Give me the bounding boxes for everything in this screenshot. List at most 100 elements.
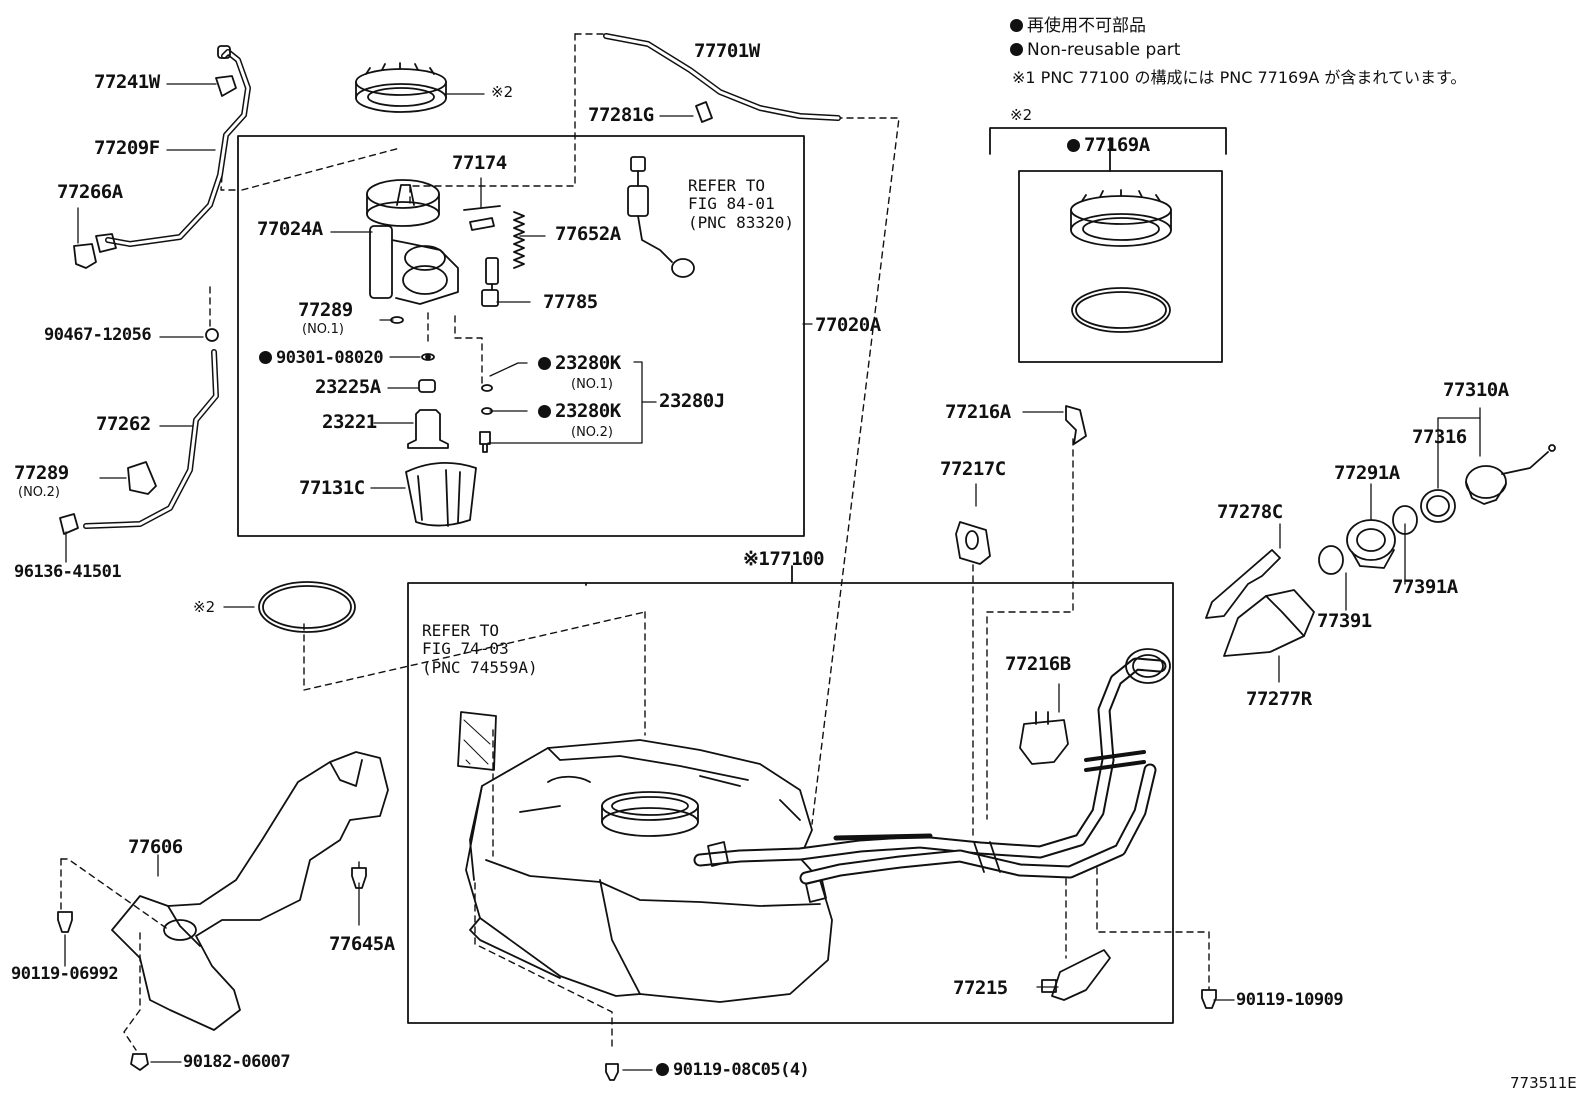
label-96136-41501[interactable]: 96136-41501 xyxy=(14,562,122,582)
label-77277r[interactable]: 77277R xyxy=(1246,688,1312,710)
refer-line-3: (PNC 83320) xyxy=(688,212,794,232)
label-77289-no2-sub: (NO.2) xyxy=(18,485,60,500)
label-23280j[interactable]: 23280J xyxy=(659,390,725,412)
label-23280k-no1-text: 23280K xyxy=(555,352,621,374)
small-parts xyxy=(390,316,493,453)
label-23280k-no2[interactable]: 23280K xyxy=(538,402,621,421)
label-77289-no2[interactable]: 77289 xyxy=(14,462,69,484)
label-77169a[interactable]: 77169A xyxy=(1067,136,1150,155)
label-hatch xyxy=(463,719,491,765)
fuel-pump-module xyxy=(366,179,501,305)
refer-line-2: FIG 74-03 xyxy=(422,639,509,659)
label-no1: (NO.1) xyxy=(571,377,613,392)
retainer-kit-box xyxy=(1018,170,1223,363)
label-77262[interactable]: 77262 xyxy=(96,413,151,435)
clip-77215 xyxy=(1041,949,1111,1001)
label-77645a[interactable]: 77645A xyxy=(329,933,395,955)
non-reusable-icon xyxy=(656,1063,669,1076)
label-sheet xyxy=(457,711,497,771)
label-90119-06992[interactable]: 90119-06992 xyxy=(11,964,119,984)
non-reusable-icon xyxy=(1067,139,1080,152)
bracket-77278c xyxy=(1205,549,1281,619)
label-77217c[interactable]: 77217C xyxy=(940,458,1006,480)
label-77391[interactable]: 77391 xyxy=(1317,610,1372,632)
neck-77291a xyxy=(1346,519,1396,569)
legend-jp-text: 再使用不可部品 xyxy=(1027,16,1146,36)
fuel-filter-77131c xyxy=(405,461,477,527)
refer-line-1: REFER TO xyxy=(688,176,766,195)
label-77209f[interactable]: 77209F xyxy=(94,137,160,159)
refer-fig-74-03: REFER TO FIG 74-03 (PNC 74559A) xyxy=(422,621,538,677)
label-77215[interactable]: 77215 xyxy=(953,977,1008,999)
label-77310a[interactable]: 77310A xyxy=(1443,379,1509,401)
label-23280k-no2-text: 23280K xyxy=(555,400,621,422)
non-reusable-icon xyxy=(259,351,272,364)
label-77785[interactable]: 77785 xyxy=(543,291,598,313)
vent-hose xyxy=(603,33,841,123)
label-77100[interactable]: ※177100 xyxy=(743,548,825,570)
label-90182-06007[interactable]: 90182-06007 xyxy=(183,1052,291,1072)
label-90301-08020[interactable]: 90301-08020 xyxy=(259,350,384,367)
refer-line-2: FIG 84-01 xyxy=(688,194,775,214)
label-77174[interactable]: 77174 xyxy=(452,152,507,174)
label-90467-12056[interactable]: 90467-12056 xyxy=(44,325,152,345)
mark2-left: ※2 xyxy=(193,598,216,616)
label-23280k-no1[interactable]: 23280K xyxy=(538,354,621,373)
label-23225a[interactable]: 23225A xyxy=(315,376,381,398)
dashed-leaders xyxy=(60,33,1210,1051)
label-23221[interactable]: 23221 xyxy=(322,411,377,433)
label-77606[interactable]: 77606 xyxy=(128,836,183,858)
filler-pipe xyxy=(693,648,1171,903)
kit-bracket xyxy=(989,127,1227,155)
clamp-77216a xyxy=(1065,405,1087,445)
vapor-hose-lower xyxy=(59,328,219,535)
label-77131c[interactable]: 77131C xyxy=(299,477,365,499)
kit-gasket xyxy=(1071,287,1171,333)
fuel-tank-box xyxy=(407,582,1174,1024)
gasket-77316 xyxy=(1420,489,1456,523)
label-77652a[interactable]: 77652A xyxy=(555,223,621,245)
label-77281g[interactable]: 77281G xyxy=(588,104,654,126)
label-77024a[interactable]: 77024A xyxy=(257,218,323,240)
label-77291a[interactable]: 77291A xyxy=(1334,462,1400,484)
legend-en-text: Non-reusable part xyxy=(1027,40,1181,60)
label-77278c[interactable]: 77278C xyxy=(1217,501,1283,523)
label-90119-08c05[interactable]: 90119-08C05(4) xyxy=(656,1062,810,1079)
fuel-tank xyxy=(465,739,833,1003)
fuel-gauge-sender xyxy=(627,156,695,278)
ptr xyxy=(425,354,431,360)
label-no2: (NO.2) xyxy=(571,425,613,440)
kit-gasket-inner xyxy=(1075,291,1167,329)
label-77266a[interactable]: 77266A xyxy=(57,181,123,203)
label-77289-no1-sub: (NO.1) xyxy=(302,322,344,337)
kit-retainer-ring xyxy=(1070,189,1172,247)
bullet-icon xyxy=(1010,19,1023,32)
label-77289-no1[interactable]: 77289 xyxy=(298,299,353,321)
label-77216a[interactable]: 77216A xyxy=(945,401,1011,423)
label-77701w[interactable]: 77701W xyxy=(694,40,760,62)
label-77241w[interactable]: 77241W xyxy=(94,71,160,93)
protector-77606 xyxy=(111,751,389,1031)
leaders xyxy=(64,83,1481,1071)
label-77169a-text: 77169A xyxy=(1084,134,1150,156)
label-77216b[interactable]: 77216B xyxy=(1005,653,1071,675)
mark2-kit: ※2 xyxy=(1010,106,1033,124)
refer-fig-84-01: REFER TO FIG 84-01 (PNC 83320) xyxy=(688,176,794,232)
housing-77277r xyxy=(1223,589,1315,657)
bullet-icon xyxy=(1010,43,1023,56)
legend-note1: ※1 PNC 77100 の構成には PNC 77169A が含まれています。 xyxy=(1012,68,1467,87)
label-77020a[interactable]: 77020A xyxy=(815,314,881,336)
gasket-left xyxy=(258,581,356,633)
label-90119-10909[interactable]: 90119-10909 xyxy=(1236,990,1344,1010)
ring-77391a xyxy=(1392,505,1418,535)
bracket-77216b xyxy=(1019,711,1069,765)
ring-77391 xyxy=(1318,545,1344,575)
cushion-77217c xyxy=(955,521,991,565)
spring-77652a xyxy=(513,211,525,269)
figure-id: 773511E xyxy=(1510,1074,1577,1092)
label-77316[interactable]: 77316 xyxy=(1412,426,1467,448)
label-77391a[interactable]: 77391A xyxy=(1392,576,1458,598)
legend-jp: 再使用不可部品 xyxy=(1010,18,1146,35)
